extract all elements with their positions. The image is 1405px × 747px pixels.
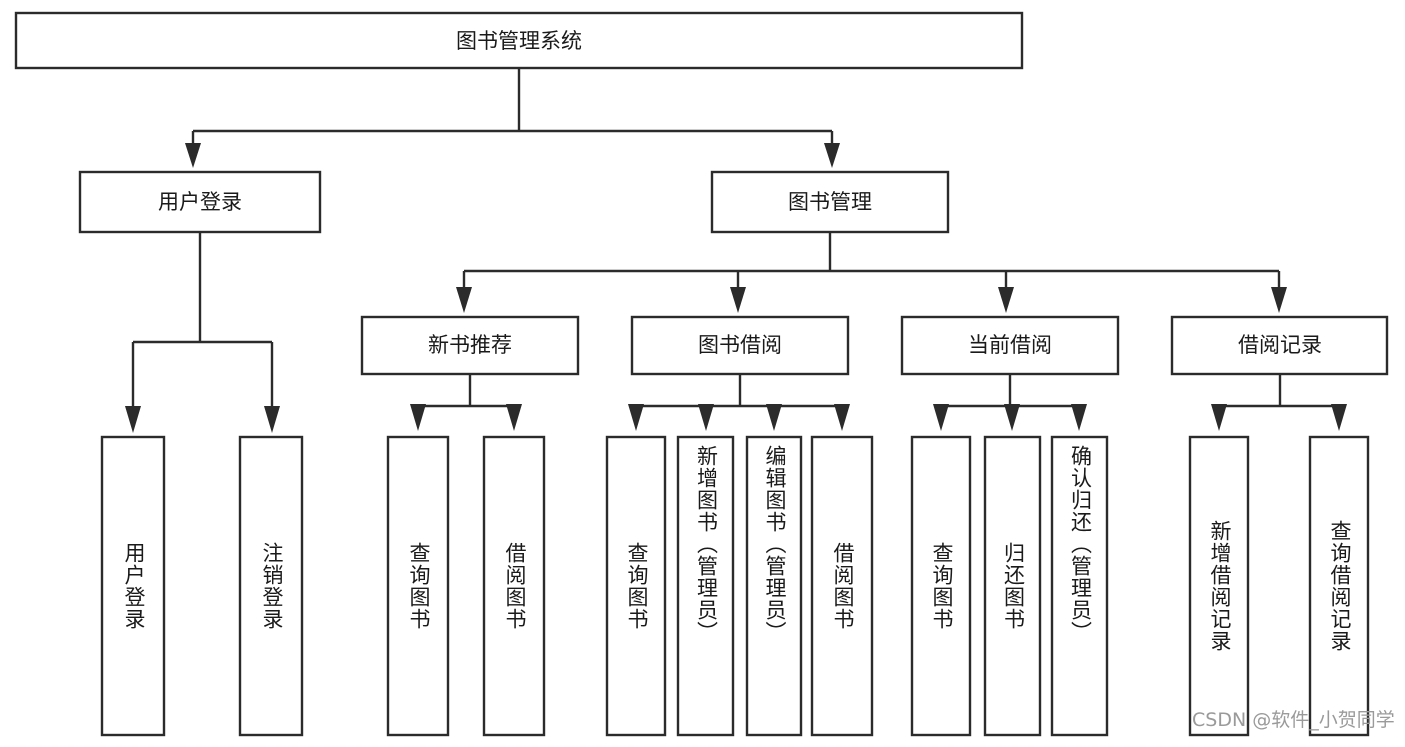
node-user-login-box[interactable] — [78, 170, 322, 234]
node-current-borrow[interactable]: 当前借阅 — [900, 315, 1120, 376]
arrow-head-leaf-add-book — [698, 404, 714, 431]
leaf-box-user-logout[interactable] — [238, 435, 304, 737]
node-user-login-label: 用户登录 — [158, 190, 242, 214]
leaf-box-query-book-borrow[interactable] — [605, 435, 667, 737]
arrow-head-borrow-record — [1271, 287, 1287, 313]
arrow-head-leaf-borrow-book-recommend — [506, 404, 522, 431]
leaf-box-query-record[interactable] — [1308, 435, 1370, 737]
arrow-head-current-borrow — [998, 287, 1014, 313]
connector-group-new-book-recommend — [410, 374, 522, 431]
watermark-text: CSDN @软件_小贺同学 — [1192, 709, 1395, 731]
node-root-box[interactable] — [14, 11, 1024, 70]
connector-group-user-login — [125, 232, 280, 433]
arrow-head-leaf-edit-book — [766, 404, 782, 431]
node-new-book-recommend[interactable]: 新书推荐 — [360, 315, 580, 376]
node-new-book-recommend-label: 新书推荐 — [428, 333, 512, 357]
arrow-head-leaf-query-book-recommend — [410, 404, 426, 431]
node-book-manage-box[interactable] — [710, 170, 950, 234]
arrow-head-leaf-user-logout — [264, 406, 280, 433]
node-new-book-recommend-box[interactable] — [360, 315, 580, 376]
arrow-head-leaf-user-login — [125, 406, 141, 433]
leaf-box-edit-book[interactable] — [745, 435, 803, 737]
leaf-box-add-record[interactable] — [1188, 435, 1250, 737]
node-borrow-record[interactable]: 借阅记录 — [1170, 315, 1389, 376]
arrow-head-leaf-query-record — [1331, 404, 1347, 431]
arrow-head-leaf-query-book-current — [933, 404, 949, 431]
leaf-box-query-book-current[interactable] — [910, 435, 972, 737]
node-root[interactable]: 图书管理系统 — [14, 11, 1024, 70]
connector-group-book-manage — [456, 232, 1287, 313]
arrow-head-leaf-return-book — [1004, 404, 1020, 431]
leaf-box-group — [100, 435, 1370, 737]
arrow-head-leaf-query-book-borrow — [628, 404, 644, 431]
arrow-head-leaf-add-record — [1211, 404, 1227, 431]
connector-group-current-borrow — [933, 374, 1087, 431]
connector-group-book-borrow — [628, 374, 850, 431]
leaf-box-borrow-book[interactable] — [810, 435, 874, 737]
node-borrow-record-box[interactable] — [1170, 315, 1389, 376]
node-current-borrow-box[interactable] — [900, 315, 1120, 376]
node-root-label: 图书管理系统 — [456, 29, 582, 53]
node-user-login[interactable]: 用户登录 — [78, 170, 322, 234]
node-book-manage-label: 图书管理 — [788, 190, 872, 214]
arrow-head-book-borrow — [730, 287, 746, 313]
leaf-box-add-book[interactable] — [676, 435, 735, 737]
connector-group-root — [185, 68, 840, 168]
leaf-box-borrow-book-recommend[interactable] — [482, 435, 546, 737]
arrow-head-user-login — [185, 143, 201, 168]
node-current-borrow-label: 当前借阅 — [968, 333, 1052, 357]
arrow-head-leaf-confirm-return — [1071, 404, 1087, 431]
node-book-borrow-box[interactable] — [630, 315, 850, 376]
arrow-head-leaf-borrow-book — [834, 404, 850, 431]
leaf-box-return-book[interactable] — [983, 435, 1042, 737]
node-book-borrow-label: 图书借阅 — [698, 333, 782, 357]
leaf-box-confirm-return[interactable] — [1050, 435, 1109, 737]
node-book-borrow[interactable]: 图书借阅 — [630, 315, 850, 376]
connector-group-borrow-record — [1211, 374, 1347, 431]
leaf-box-user-login[interactable] — [100, 435, 166, 737]
node-borrow-record-label: 借阅记录 — [1238, 333, 1322, 357]
arrow-head-new-book-recommend — [456, 287, 472, 313]
node-book-manage[interactable]: 图书管理 — [710, 170, 950, 234]
leaf-box-query-book-recommend[interactable] — [386, 435, 450, 737]
arrow-head-book-manage — [824, 143, 840, 168]
